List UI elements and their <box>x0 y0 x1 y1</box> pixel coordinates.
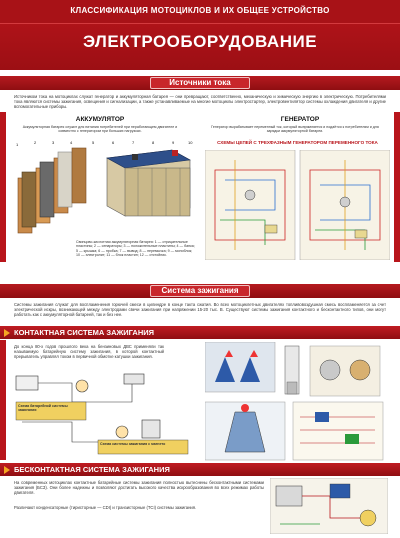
generator-circuit-diagrams <box>205 150 390 260</box>
svg-text:4: 4 <box>70 140 73 145</box>
generator-text: Генератор вырабатывает переменный ток, к… <box>211 125 379 134</box>
battery-title: АККУМУЛЯТОР <box>75 116 125 123</box>
right-stripe-sources <box>394 112 400 262</box>
svg-text:5: 5 <box>92 140 95 145</box>
arrow-icon <box>4 329 10 337</box>
section-title-ignition: Система зажигания <box>150 285 250 297</box>
contactless-text-1: На современных мотоциклах контактные бат… <box>14 480 264 496</box>
subsection-bar-contact: КОНТАКТНАЯ СИСТЕМА ЗАЖИГАНИЯ <box>0 326 400 339</box>
contact-intro: До конца 80-х годов прошлого века на бен… <box>14 344 164 360</box>
ignition-intro: Системы зажигания служат для воспламенен… <box>14 302 386 318</box>
contact-caption-battery: Схема батарейной системы зажигания <box>18 404 68 413</box>
section-bar-sources: Источники тока <box>0 76 400 90</box>
battery-block <box>106 149 191 217</box>
left-stripe-contact <box>0 340 6 460</box>
poster-main-title: ЭЛЕКТРООБОРУДОВАНИЕ <box>82 32 318 51</box>
svg-text:7: 7 <box>132 140 135 145</box>
section-bar-ignition: Система зажигания <box>0 284 400 298</box>
subsection-bar-contactless: БЕСКОНТАКТНАЯ СИСТЕМА ЗАЖИГАНИЯ <box>0 463 400 476</box>
subsection-title-contact: КОНТАКТНАЯ СИСТЕМА ЗАЖИГАНИЯ <box>14 328 155 337</box>
contact-ignition-schemes <box>15 373 189 455</box>
header-topline <box>0 0 400 24</box>
battery-text: Аккумуляторная батарея служит для питани… <box>22 125 178 134</box>
schemes-title: СХЕМЫ ЦЕПЕЙ С ТРЕХФАЗНЫМ ГЕНЕРАТОРОМ ПЕР… <box>217 140 378 145</box>
section-title-sources: Источники тока <box>150 77 250 89</box>
arrow-icon <box>4 466 10 474</box>
svg-text:9: 9 <box>172 140 175 145</box>
left-stripe-sources <box>0 112 6 262</box>
battery-caption: Свинцово-кислотная аккумуляторная батаре… <box>76 240 195 258</box>
svg-text:10: 10 <box>188 140 193 145</box>
header-band <box>0 0 400 70</box>
svg-text:6: 6 <box>112 140 115 145</box>
svg-text:1: 1 <box>16 142 19 147</box>
contactless-diagram <box>270 478 388 534</box>
sources-intro: Источником тока на мотоциклах служат ген… <box>14 94 386 110</box>
poster-top-title: КЛАССИФИКАЦИЯ МОТОЦИКЛОВ И ИХ ОБЩЕЕ УСТР… <box>70 6 330 15</box>
battery-plates <box>17 147 87 234</box>
svg-text:8: 8 <box>152 140 155 145</box>
svg-text:2: 2 <box>34 140 37 145</box>
svg-text:3: 3 <box>52 140 55 145</box>
ignition-illustrations <box>205 342 384 461</box>
subsection-title-contactless: БЕСКОНТАКТНАЯ СИСТЕМА ЗАЖИГАНИЯ <box>14 465 170 474</box>
battery-diagram: 1 2 3 4 5 6 7 8 9 10 <box>16 140 193 234</box>
generator-title: ГЕНЕРАТОР <box>280 116 320 123</box>
contactless-text-2: Различают конденсаторные (тиристорные — … <box>14 505 197 510</box>
contact-caption-magneto: Схема системы зажигания с магнето <box>100 442 166 446</box>
